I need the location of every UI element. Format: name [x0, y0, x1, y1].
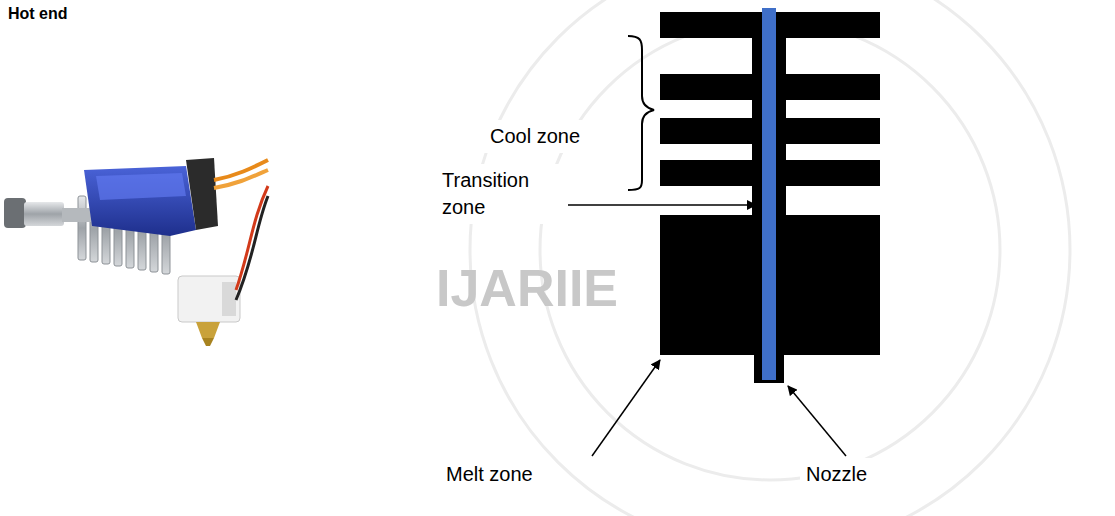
watermark-seal: [470, 0, 1070, 516]
leader-arrow: [788, 386, 846, 456]
zone-label: Transition zone: [436, 164, 568, 224]
part-label: Nozzle: [800, 458, 873, 491]
zone-label: Melt zone: [440, 458, 539, 491]
leader-arrow: [564, 204, 756, 206]
watermark: IJARIIE: [430, 250, 624, 326]
bracket: [628, 36, 654, 190]
leader-arrow: [592, 360, 660, 456]
hot-end-photo: [4, 158, 268, 346]
filament-tube: [762, 8, 776, 380]
figure-heading: Hot end: [2, 0, 74, 28]
zone-label: Cool zone: [484, 120, 626, 153]
